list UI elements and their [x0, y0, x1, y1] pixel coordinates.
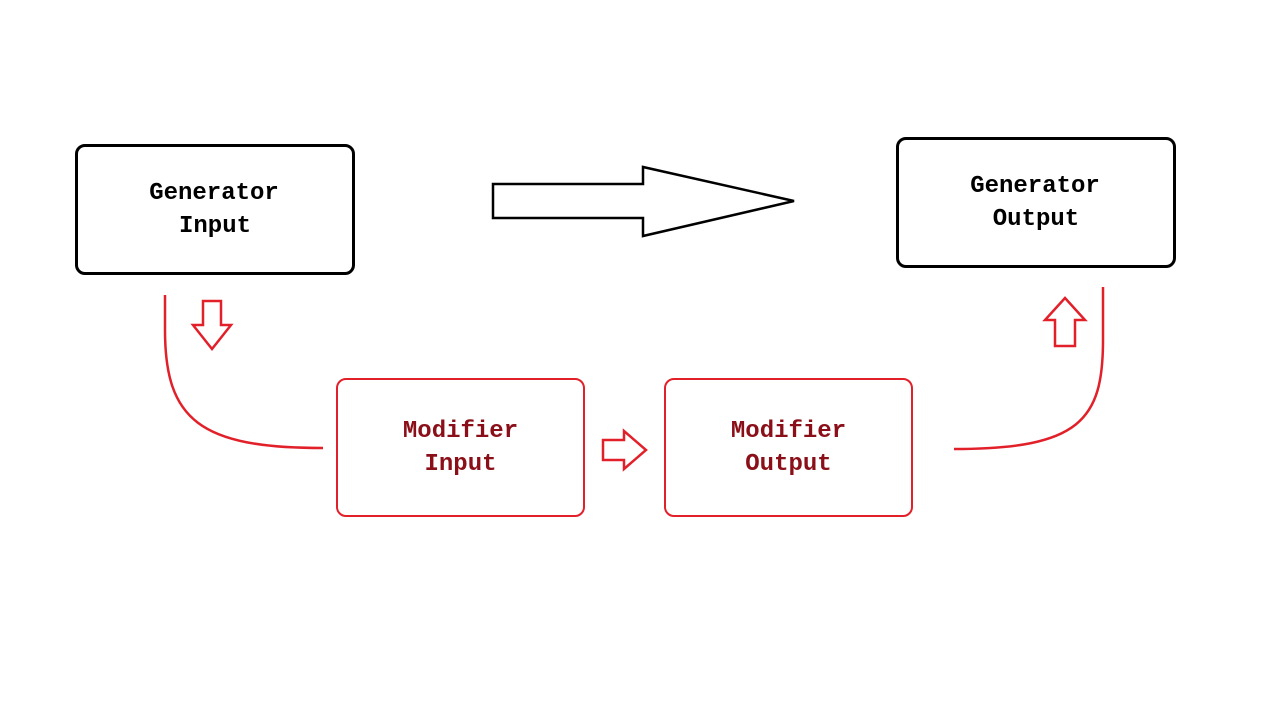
modifier-input-box: Modifier Input	[336, 378, 585, 517]
generator-output-label-line1: Generator	[970, 172, 1100, 200]
modifier-output-box: Modifier Output	[664, 378, 913, 517]
modifier-output-label-line2: Output	[745, 450, 832, 478]
generator-output-label-line2: Output	[992, 205, 1080, 233]
left-curve-connector	[163, 295, 324, 450]
modifier-input-label-line2: Input	[424, 450, 497, 478]
main-flow-arrow	[491, 165, 795, 238]
up-arrow-icon	[1042, 296, 1088, 348]
down-arrow-icon	[190, 299, 234, 352]
right-curve-connector	[953, 287, 1105, 451]
modifier-input-label-line1: Modifier	[402, 417, 519, 445]
modifier-output-label-line1: Modifier	[730, 417, 847, 445]
right-arrow-icon	[601, 428, 648, 472]
generator-input-box: Generator Input	[75, 144, 355, 275]
generator-output-box: Generator Output	[896, 137, 1176, 268]
generator-input-label-line2: Input	[178, 212, 251, 240]
generator-input-label-line1: Generator	[149, 179, 279, 207]
